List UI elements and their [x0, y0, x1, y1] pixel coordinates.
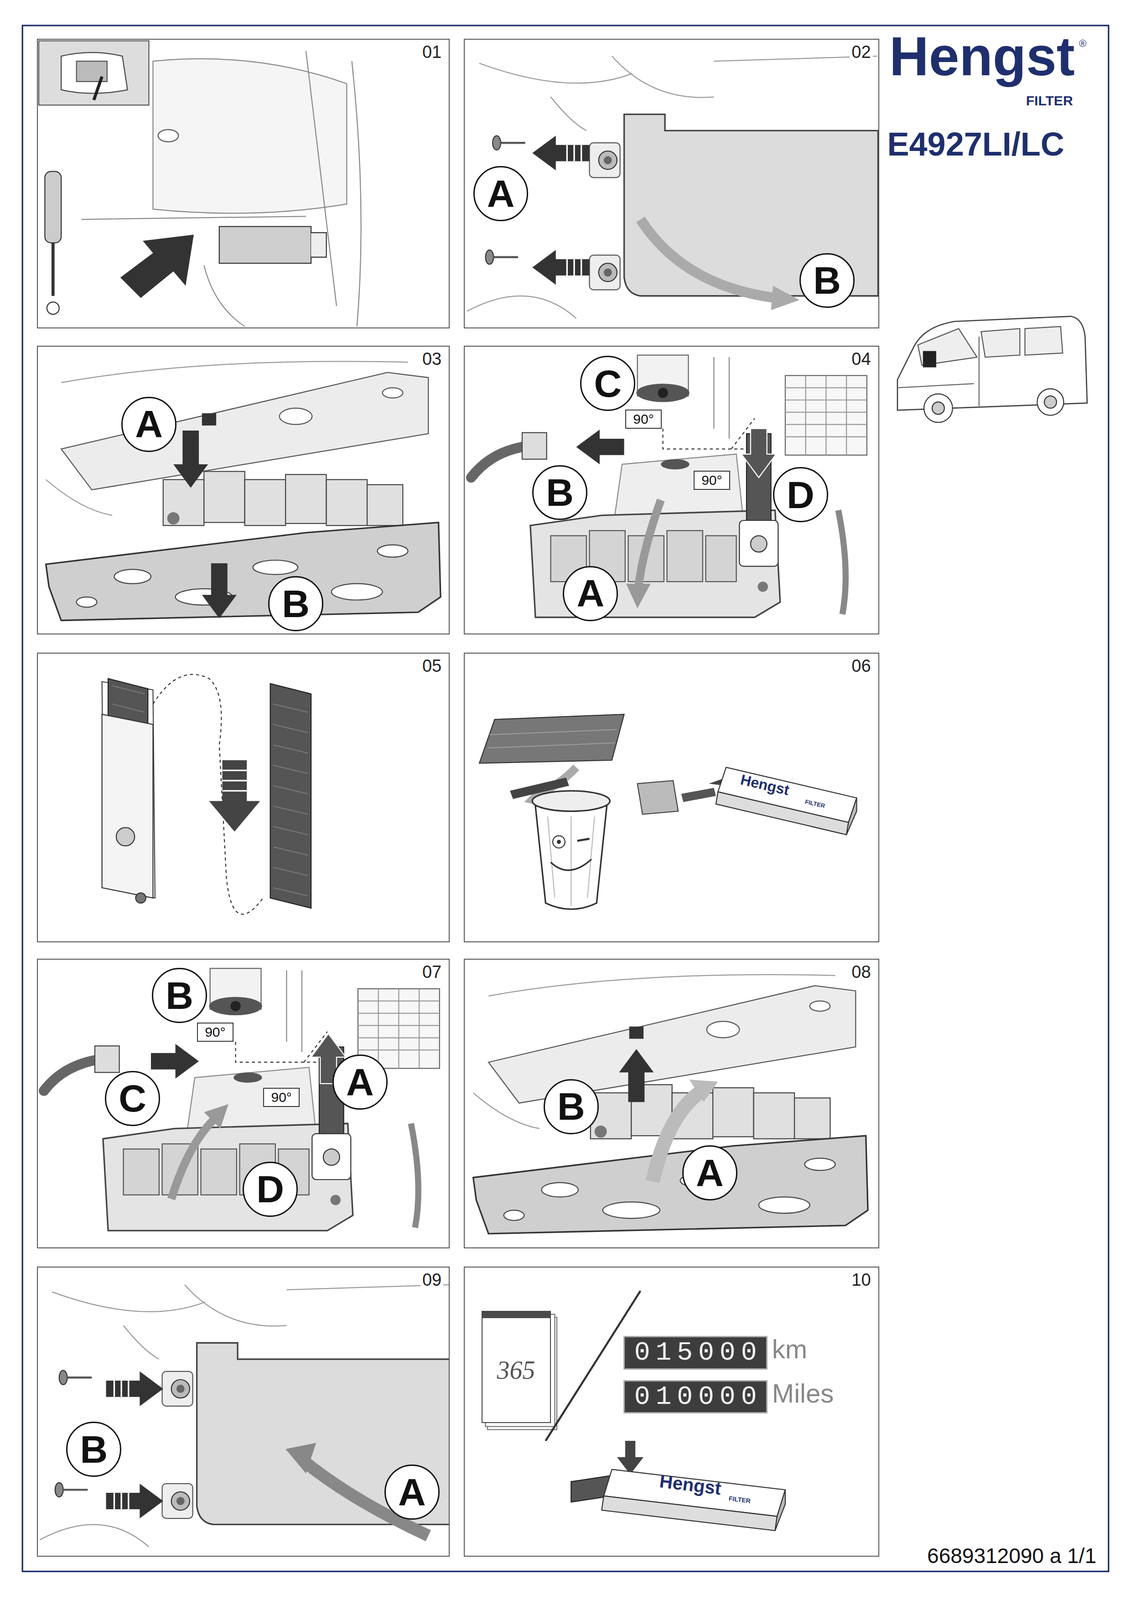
step-number: 07: [420, 963, 444, 981]
callout-letter: A: [682, 1145, 738, 1201]
callout-letter-text: A: [695, 1153, 724, 1193]
brand-subtitle: FILTER: [1026, 93, 1074, 108]
step-panel: 05: [36, 652, 451, 943]
angle-tag: 90°: [263, 1087, 301, 1107]
step-number: 01: [420, 43, 444, 61]
callout-letter: D: [773, 466, 829, 523]
odometer-display: 010000: [623, 1380, 768, 1414]
step-number: 02: [849, 43, 873, 61]
callout-letter-text: C: [118, 1079, 147, 1118]
brand-logo: Hengst: [889, 28, 1075, 84]
model-number: E4927LI/LC: [887, 127, 1065, 161]
step-panel: 10 365 015000 010000: [463, 1266, 879, 1557]
angle-tag-text: 90°: [632, 412, 654, 426]
step-panel: 01: [36, 38, 451, 329]
callout-letter: B: [268, 575, 324, 632]
step-panel: 06: [463, 652, 879, 943]
callout-letter-text: B: [557, 1087, 586, 1126]
calendar-page: 365: [481, 1310, 551, 1423]
step-panel: 09B A: [36, 1266, 451, 1557]
step-panel: 07B 90° A C 90° D: [36, 958, 451, 1249]
step-number: 10: [849, 1271, 873, 1289]
odometer-display: 015000: [623, 1335, 768, 1370]
callout-letter: B: [532, 465, 588, 521]
callout-letter: C: [580, 355, 636, 411]
unit-label: Miles: [772, 1380, 834, 1407]
callout-letter-text: B: [813, 261, 841, 300]
document-number: 6689312090 a 1/1: [927, 1545, 1097, 1567]
angle-tag: 90°: [625, 409, 663, 429]
registered-mark: ®: [1079, 38, 1087, 49]
odometer-display-text: 010000: [628, 1383, 763, 1411]
odometer-display-text: 015000: [628, 1339, 763, 1366]
callout-letter-text: A: [487, 174, 515, 213]
callout-letter-text: B: [281, 584, 310, 623]
unit-label: km: [772, 1335, 808, 1363]
step-number: 06: [849, 657, 873, 675]
step-number: 05: [420, 657, 444, 675]
callout-letter-text: A: [398, 1473, 426, 1512]
calendar-page-text: 365: [497, 1357, 536, 1383]
callout-letter: D: [242, 1161, 298, 1217]
angle-tag: 90°: [197, 1022, 234, 1042]
callout-letter: A: [562, 565, 618, 622]
step-panel: 08B A: [463, 958, 879, 1249]
angle-tag: 90°: [693, 470, 731, 490]
callout-letter-text: D: [786, 475, 815, 514]
callout-letter-text: B: [545, 473, 574, 512]
step-number: 04: [849, 350, 873, 368]
callout-letter-text: A: [346, 1063, 374, 1102]
callout-letter-text: C: [593, 364, 622, 403]
angle-tag-text: 90°: [271, 1090, 292, 1105]
step-panel: 03A B: [36, 345, 451, 635]
callout-letter: A: [332, 1054, 388, 1110]
step-number: 08: [849, 963, 873, 981]
callout-letter: A: [384, 1464, 440, 1520]
step-number: 03: [420, 350, 444, 368]
callout-letter: A: [121, 396, 177, 452]
callout-letter: B: [66, 1421, 122, 1477]
callout-letter-text: D: [256, 1169, 285, 1209]
callout-letter: C: [104, 1070, 161, 1126]
callout-letter: A: [473, 166, 529, 222]
callout-letter: B: [799, 253, 855, 309]
step-panel: 04C 90° 90° B D A: [463, 345, 879, 635]
step-number: 09: [420, 1271, 444, 1289]
angle-tag-text: 90°: [204, 1025, 226, 1039]
callout-letter-text: B: [165, 976, 194, 1015]
callout-letter: B: [543, 1079, 599, 1135]
callout-letter: B: [151, 967, 208, 1023]
callout-letter-text: A: [576, 574, 605, 613]
angle-tag-text: 90°: [701, 473, 722, 488]
callout-letter-text: A: [134, 404, 163, 444]
callout-letter-text: B: [79, 1430, 108, 1469]
step-panel: 02A B: [463, 38, 879, 329]
